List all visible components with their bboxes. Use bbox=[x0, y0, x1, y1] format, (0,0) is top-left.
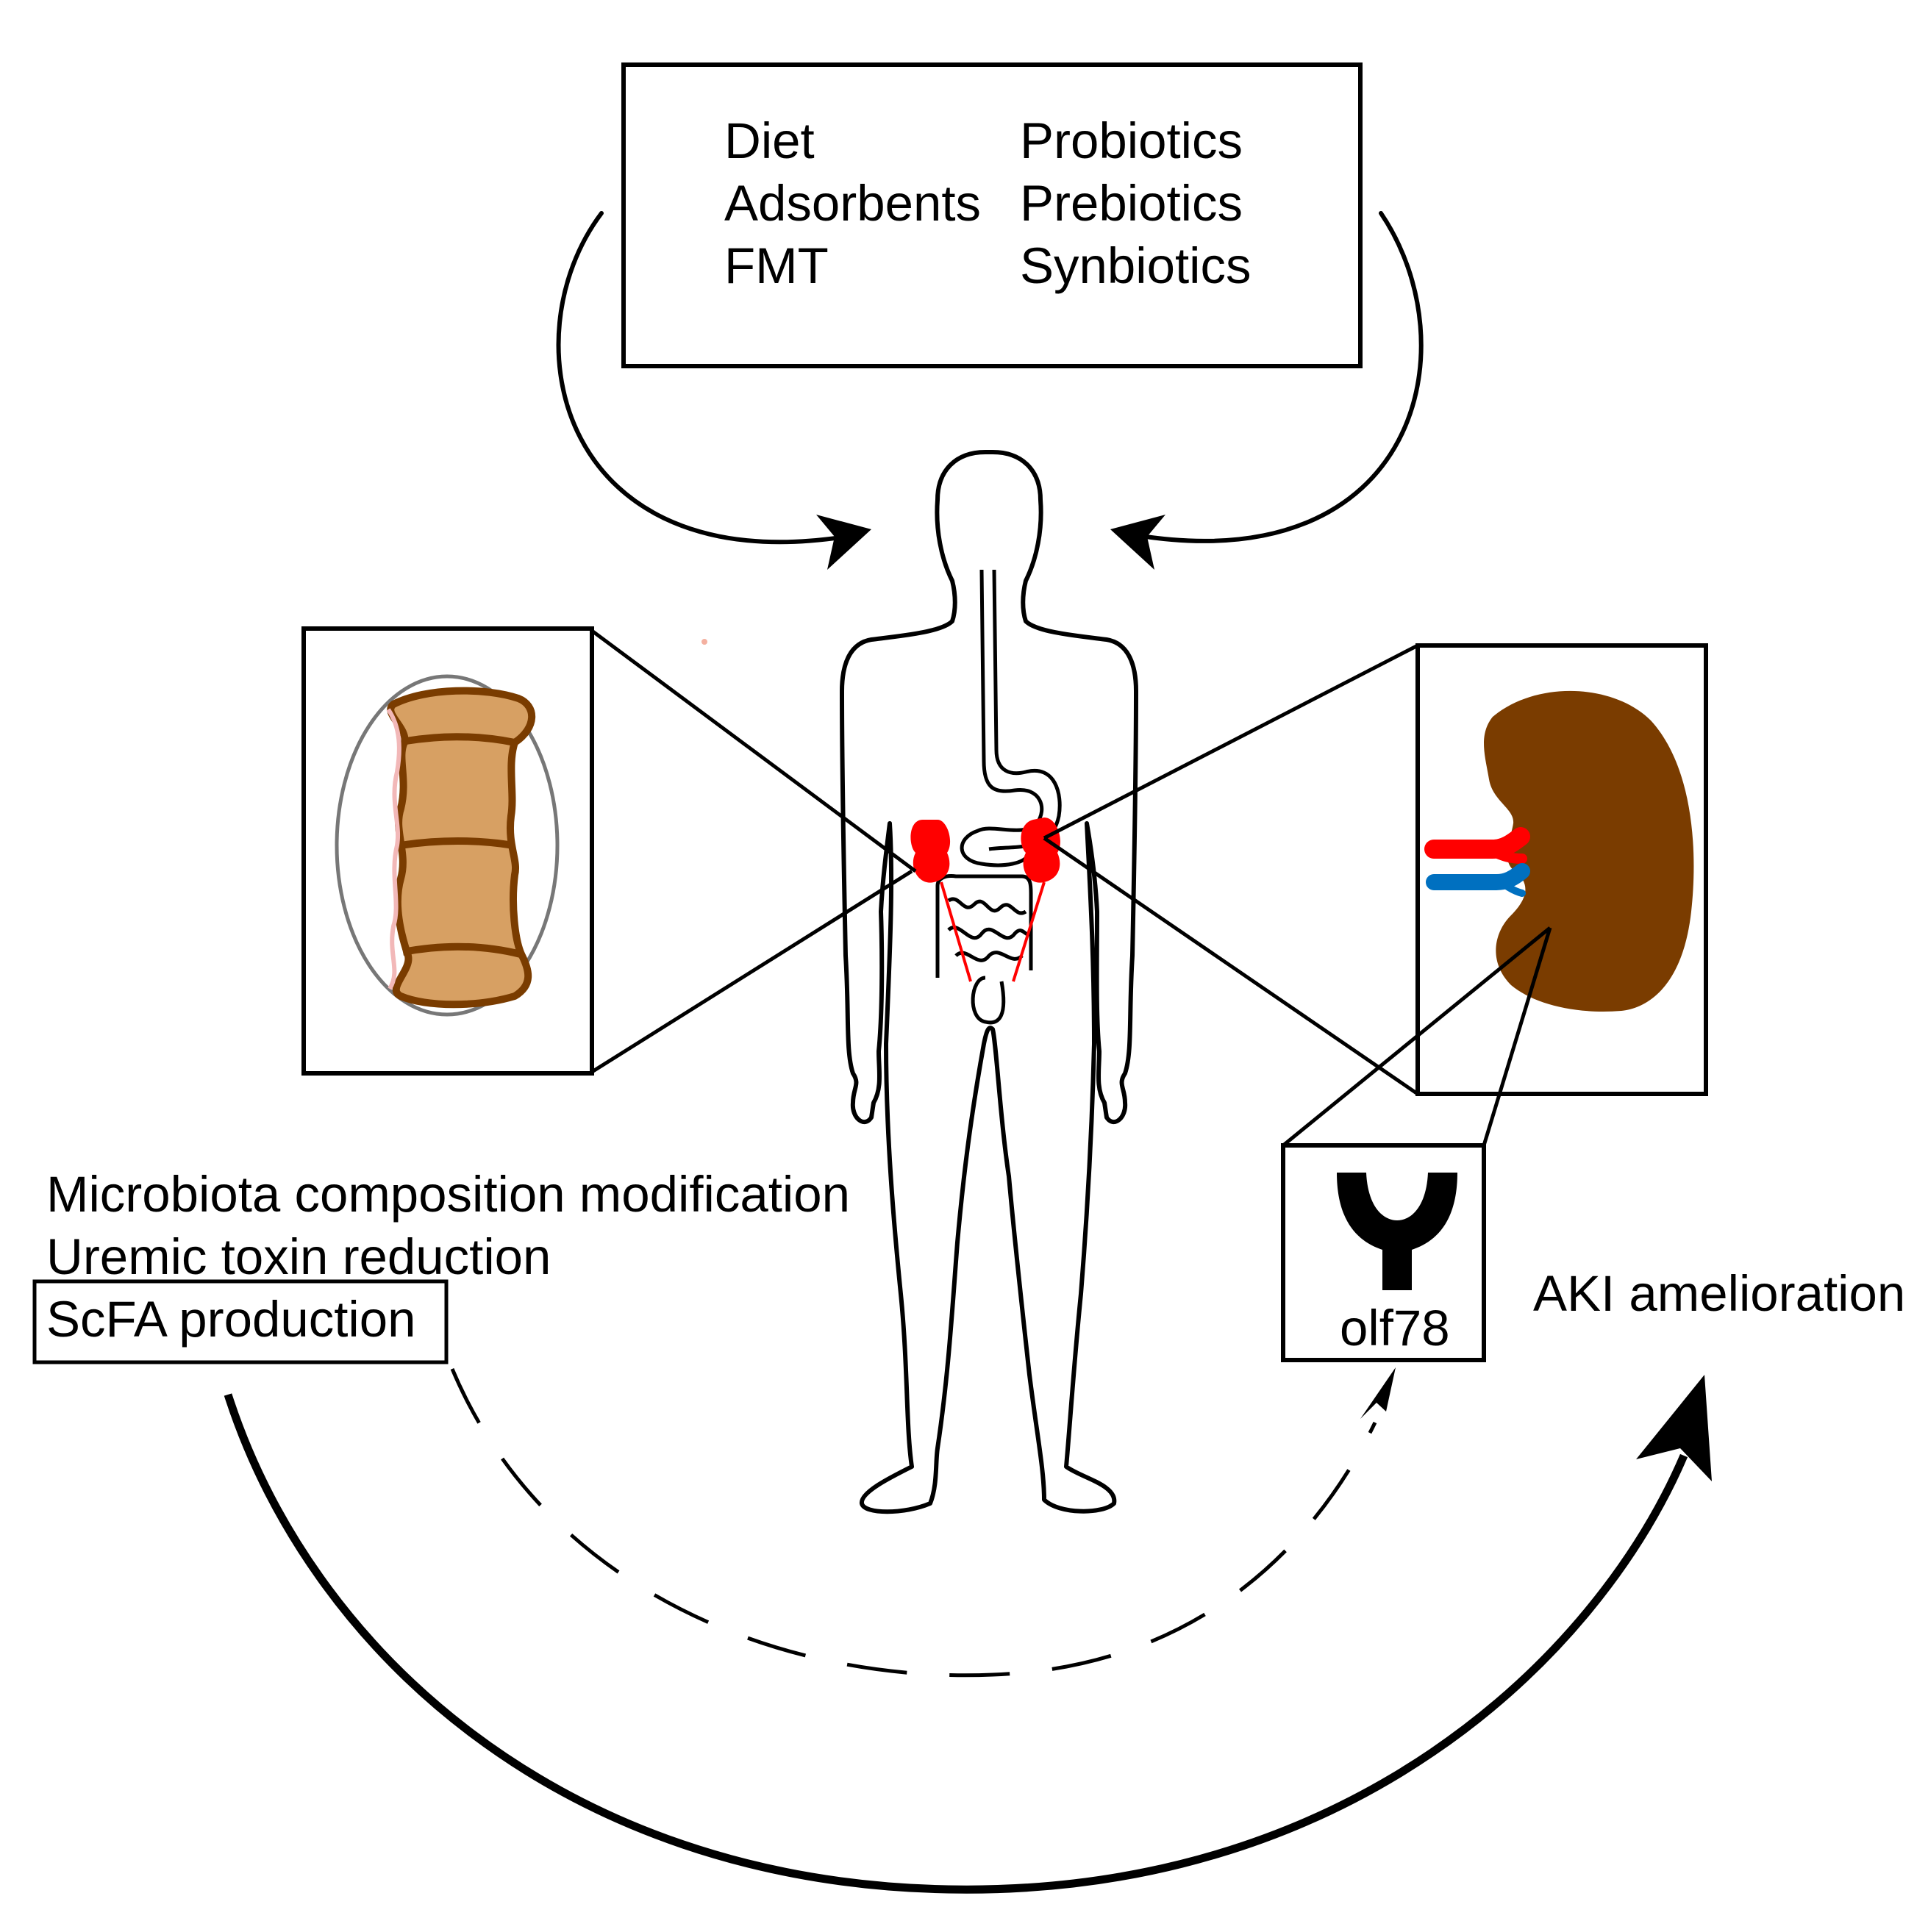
left-curved-arrow bbox=[556, 211, 848, 544]
kidney-vein-branch bbox=[1493, 875, 1526, 897]
effect-uremic: Uremic toxin reduction bbox=[46, 1228, 551, 1285]
effect-microbiota: Microbiota composition modification bbox=[46, 1166, 850, 1223]
esophagus bbox=[960, 569, 1044, 867]
kidney-artery-branch bbox=[1488, 846, 1527, 864]
receptor-icon bbox=[1337, 1173, 1457, 1290]
body-ureters bbox=[940, 881, 1046, 982]
small-intestine bbox=[947, 897, 1031, 962]
body-kidney-right bbox=[1021, 817, 1060, 883]
receptor-zoom-line-right bbox=[1482, 927, 1552, 1146]
receptor-label: olf78 bbox=[1340, 1300, 1450, 1356]
receptor-zoom-line-left bbox=[1282, 926, 1552, 1147]
outcome-label: AKI amelioration bbox=[1533, 1265, 1905, 1322]
intervention-prebiotics: Prebiotics bbox=[1020, 175, 1243, 232]
kidney-zoom-line-top bbox=[1043, 643, 1419, 840]
intervention-probiotics: Probiotics bbox=[1020, 112, 1243, 169]
intervention-diet: Diet bbox=[724, 112, 815, 169]
intestine-zoom-line-top bbox=[590, 629, 917, 873]
stray-dot bbox=[701, 639, 707, 645]
intestine-lining bbox=[386, 708, 401, 990]
body-kidney-left bbox=[910, 820, 951, 883]
intervention-synbiotics: Synbiotics bbox=[1020, 237, 1251, 294]
scfa-box bbox=[32, 1279, 449, 1364]
dashed-pathway-arc bbox=[450, 1368, 1377, 1678]
receptor-box bbox=[1281, 1143, 1486, 1362]
kidney-artery bbox=[1424, 827, 1530, 859]
right-curved-arrow bbox=[1134, 211, 1424, 543]
dashed-arc-arrow-head bbox=[1360, 1367, 1396, 1419]
kidney-zoom-line-bottom bbox=[1043, 836, 1419, 1096]
intervention-fmt: FMT bbox=[724, 237, 829, 294]
intestine-ellipse bbox=[335, 674, 560, 1017]
intervention-adsorbents: Adsorbents bbox=[724, 175, 981, 232]
main-pathway-arc bbox=[224, 1393, 1688, 1894]
left-arrow-head bbox=[816, 515, 871, 570]
large-intestine bbox=[935, 874, 1033, 978]
main-arc-arrow-head bbox=[1636, 1375, 1712, 1481]
rectum bbox=[971, 976, 1006, 1025]
intestine-segments bbox=[400, 733, 522, 958]
intestine-inset-box bbox=[301, 626, 594, 1076]
interventions-box bbox=[621, 62, 1363, 368]
intestine-villi bbox=[387, 687, 536, 1009]
human-body-outline bbox=[840, 450, 1138, 1514]
kidney-vein bbox=[1426, 863, 1530, 890]
intestine-zoom-line-bottom bbox=[590, 869, 913, 1074]
right-arrow-head bbox=[1110, 515, 1165, 570]
kidney-inset-box bbox=[1415, 643, 1708, 1096]
kidney-shape bbox=[1484, 690, 1694, 1012]
effect-scfa: ScFA production bbox=[46, 1291, 415, 1348]
